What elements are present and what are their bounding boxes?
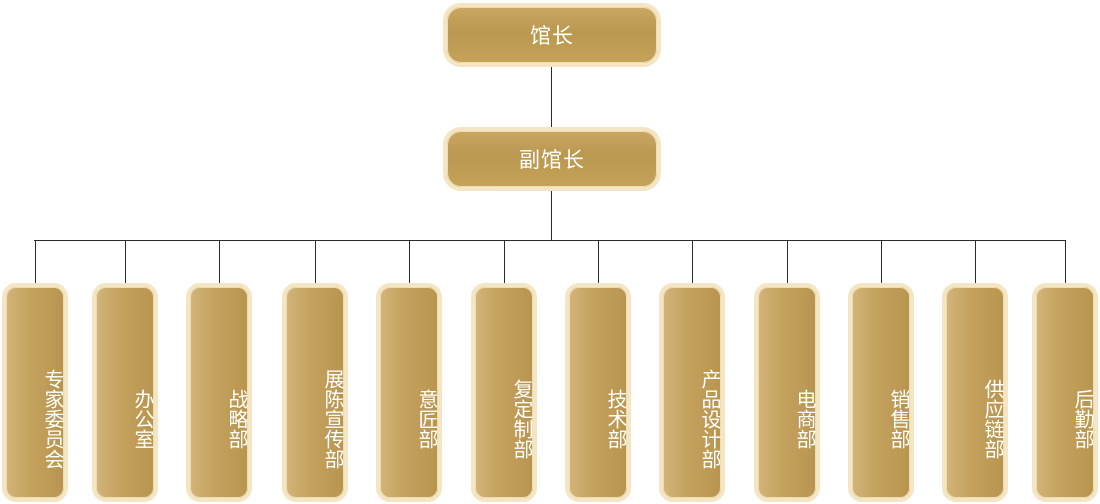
- node-dept-label: 后勤部: [1071, 388, 1095, 449]
- node-dept: 产品设计部: [659, 283, 725, 502]
- node-dept-label: 专家委员会: [41, 368, 65, 469]
- node-dept-label: 产品设计部: [698, 368, 722, 469]
- node-dept: 专家委员会: [2, 283, 68, 502]
- connector-bus-dept: [692, 240, 693, 287]
- node-dept-label: 销售部: [887, 388, 911, 449]
- connector-deputy-bus: [551, 191, 552, 240]
- node-deputy-label: 副馆长: [519, 148, 585, 172]
- connector-bus-horizontal: [34, 240, 1066, 241]
- node-dept: 展陈宣传部: [282, 283, 348, 502]
- node-dept: 战略部: [186, 283, 252, 502]
- connector-bus-dept: [975, 240, 976, 287]
- node-dept: 技术部: [565, 283, 631, 502]
- connector-bus-dept: [409, 240, 410, 287]
- connector-bus-dept: [598, 240, 599, 287]
- node-dept-label: 展陈宣传部: [321, 368, 345, 469]
- node-dept: 供应链部: [942, 283, 1008, 502]
- connector-bus-dept: [504, 240, 505, 287]
- node-dept-label: 技术部: [604, 388, 628, 449]
- node-dept: 意匠部: [376, 283, 442, 502]
- connector-root-deputy: [551, 67, 552, 127]
- node-dept-label: 电商部: [793, 388, 817, 449]
- node-dept-label: 复定制部: [510, 378, 534, 459]
- node-deputy: 副馆长: [443, 127, 661, 191]
- node-dept: 办公室: [92, 283, 158, 502]
- node-dept-label: 战略部: [225, 388, 249, 449]
- node-dept-label: 供应链部: [981, 378, 1005, 459]
- connector-bus-dept: [125, 240, 126, 287]
- node-dept: 后勤部: [1032, 283, 1098, 502]
- node-dept-label: 意匠部: [415, 388, 439, 449]
- connector-bus-dept: [1065, 240, 1066, 287]
- node-dept: 复定制部: [471, 283, 537, 502]
- connector-bus-dept: [219, 240, 220, 287]
- node-dept-label: 办公室: [131, 388, 155, 449]
- connector-bus-dept: [787, 240, 788, 287]
- connector-bus-dept: [315, 240, 316, 287]
- node-root: 馆长: [443, 3, 661, 67]
- connector-bus-dept: [35, 240, 36, 287]
- node-dept: 销售部: [848, 283, 914, 502]
- node-dept: 电商部: [754, 283, 820, 502]
- node-root-label: 馆长: [530, 24, 574, 48]
- connector-bus-dept: [881, 240, 882, 287]
